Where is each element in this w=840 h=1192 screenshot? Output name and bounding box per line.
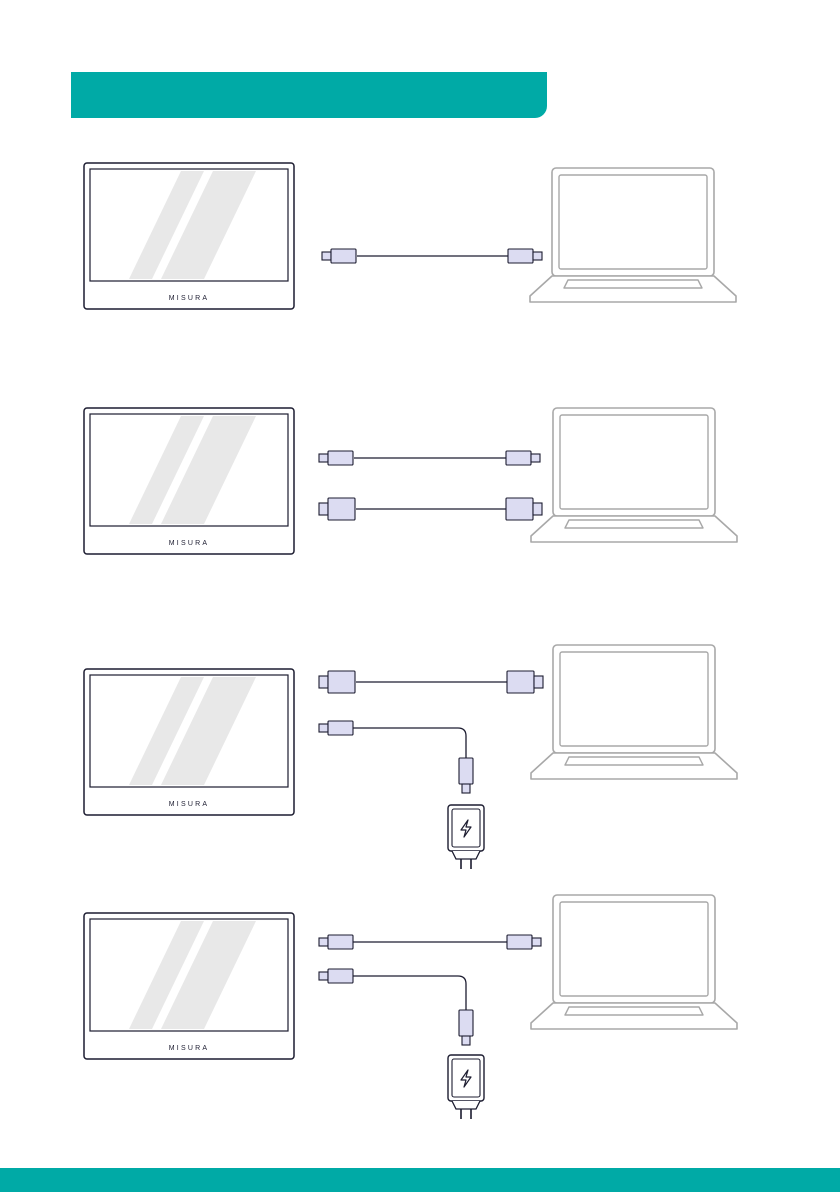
usb-c-connector	[319, 935, 353, 949]
usb-c-connector	[508, 249, 542, 263]
hdmi-connector	[319, 671, 355, 693]
scenario-4: MISURA	[84, 895, 737, 1119]
hdmi-connector	[507, 671, 543, 693]
laptop	[531, 645, 737, 779]
brand-label: MISURA	[169, 295, 209, 302]
footer-bar	[0, 1168, 840, 1192]
usb-c-connector	[319, 721, 353, 735]
usb-c-connector	[459, 1010, 473, 1045]
hdmi-cable	[319, 498, 542, 520]
hdmi-connector	[319, 498, 355, 520]
laptop	[531, 895, 737, 1029]
brand-label: MISURA	[169, 801, 209, 808]
power-adapter-icon	[448, 805, 484, 869]
usb-c-connector	[319, 451, 353, 465]
hdmi-connector	[506, 498, 542, 520]
usb-c-connector	[459, 758, 473, 793]
usb-c-connector	[506, 451, 540, 465]
power-adapter-icon	[448, 1055, 484, 1119]
scenario-2: MISURA	[84, 408, 737, 554]
power-cable	[319, 721, 473, 793]
portable-monitor: MISURA	[84, 408, 294, 554]
brand-label: MISURA	[169, 540, 209, 547]
laptop	[531, 408, 737, 542]
power-cable	[319, 969, 473, 1045]
usb-c-connector	[507, 935, 541, 949]
usb-c-connector	[319, 969, 353, 983]
laptop	[530, 168, 736, 302]
usb-c-cable	[322, 249, 542, 263]
scenario-1: MISURA	[84, 163, 736, 309]
usb-c-cable	[319, 451, 540, 465]
brand-label: MISURA	[169, 1045, 209, 1052]
hdmi-cable	[319, 671, 543, 693]
portable-monitor: MISURA	[84, 163, 294, 309]
usb-c-cable	[319, 935, 541, 949]
portable-monitor: MISURA	[84, 669, 294, 815]
scenario-3: MISURA	[84, 645, 737, 869]
usb-c-connector	[322, 249, 356, 263]
portable-monitor: MISURA	[84, 913, 294, 1059]
